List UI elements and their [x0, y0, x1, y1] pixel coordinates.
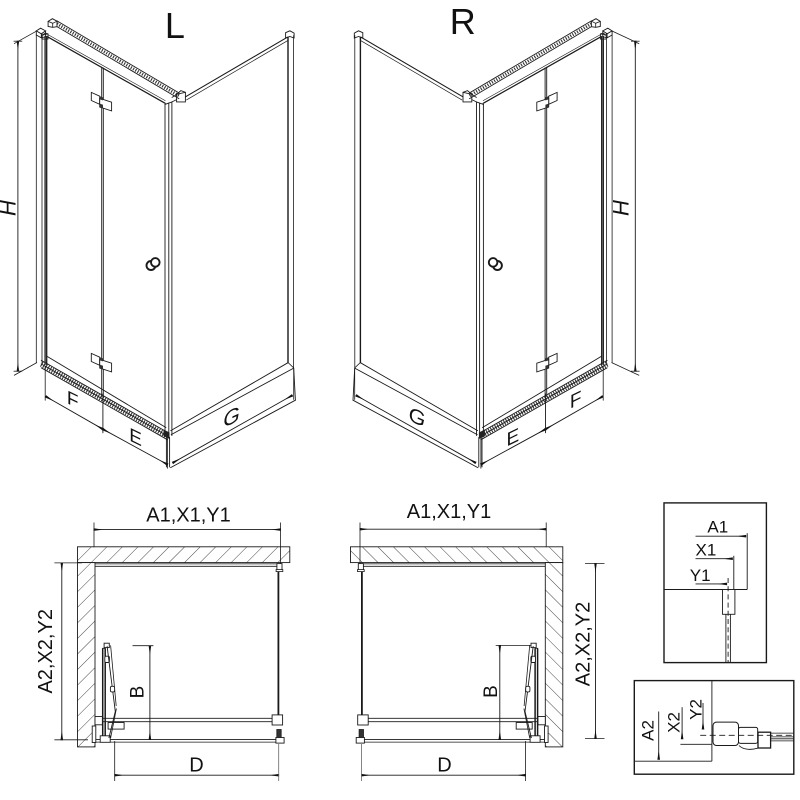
svg-text:Y1: Y1: [690, 566, 711, 585]
svg-text:E: E: [506, 424, 519, 451]
svg-text:A2: A2: [639, 720, 658, 741]
svg-text:F: F: [570, 387, 582, 413]
svg-text:H: H: [0, 200, 21, 216]
svg-text:A1,X1,Y1: A1,X1,Y1: [407, 501, 492, 523]
svg-text:A1: A1: [707, 517, 728, 536]
svg-text:R: R: [450, 1, 476, 42]
svg-text:E: E: [129, 424, 142, 451]
svg-text:Y2: Y2: [687, 699, 706, 720]
svg-text:D: D: [437, 754, 451, 776]
svg-text:X1: X1: [696, 540, 717, 559]
svg-text:A1,X1,Y1: A1,X1,Y1: [146, 505, 231, 527]
svg-text:D: D: [189, 754, 203, 776]
svg-text:X2: X2: [665, 712, 684, 733]
svg-text:A2,X2,Y2: A2,X2,Y2: [35, 609, 57, 694]
svg-text:H: H: [609, 200, 634, 216]
svg-text:F: F: [67, 387, 79, 413]
svg-text:L: L: [165, 5, 185, 46]
svg-text:B: B: [481, 685, 502, 698]
svg-text:A2,X2,Y2: A2,X2,Y2: [573, 602, 595, 687]
svg-text:G: G: [409, 401, 425, 432]
svg-text:G: G: [223, 401, 239, 432]
svg-text:B: B: [128, 686, 149, 699]
